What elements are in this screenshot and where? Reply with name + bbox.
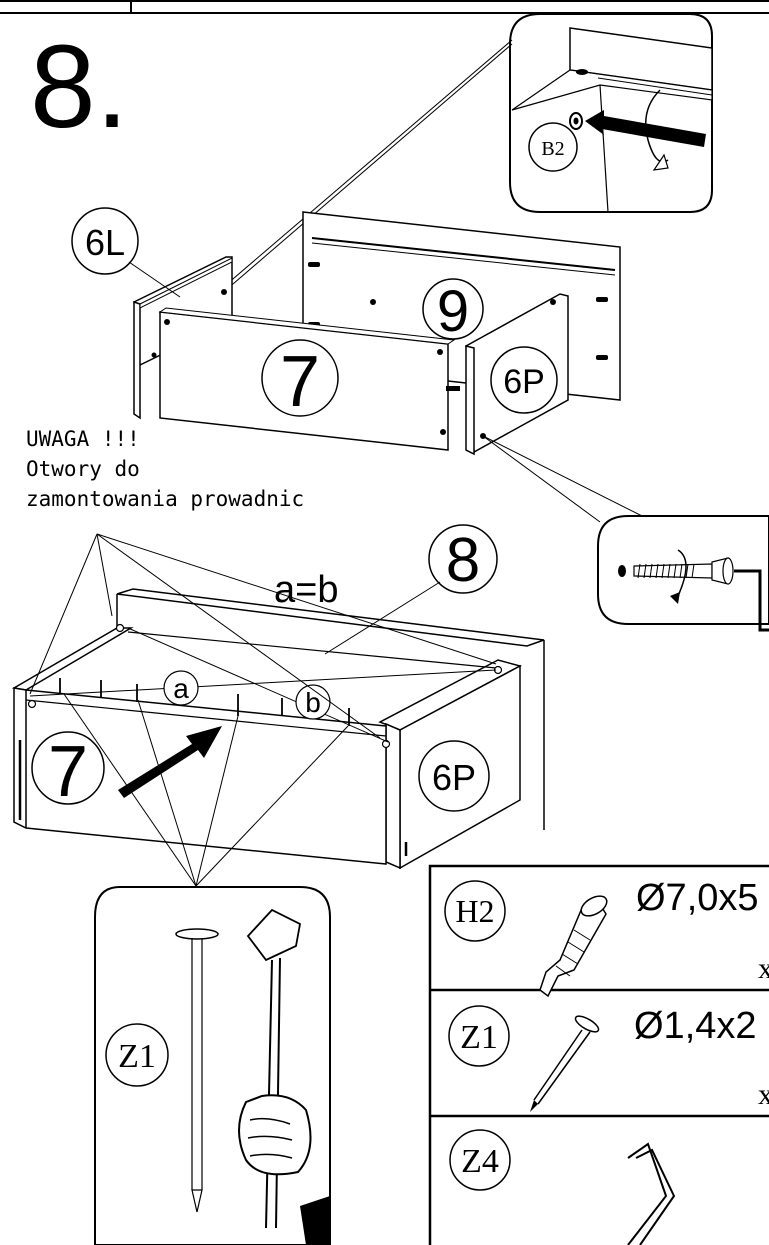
- label-7-bottom: 7: [48, 732, 88, 812]
- detail-z1-inset: Z1: [94, 886, 331, 1245]
- part-size: Ø7,0x5: [636, 877, 759, 919]
- measurement-lines: [29, 627, 497, 743]
- parts-row-h2: H2 Ø7,0x5 x: [444, 877, 769, 998]
- z1-leader-lines: [63, 693, 349, 887]
- part-code: Z1: [460, 1019, 498, 1056]
- step-number: 8.: [30, 21, 129, 153]
- label-7-top: 7: [280, 342, 320, 422]
- label-6P-top: 6P: [503, 363, 545, 401]
- panel-7-top: 7: [158, 307, 460, 451]
- label-6P-bottom: 6P: [432, 757, 476, 798]
- parts-row-z1: Z1 Ø1,4x2 x: [448, 1005, 769, 1112]
- detail-b2-inset: B2: [509, 13, 713, 213]
- assembled-drawer: 8 a=b a b 7 6P: [11, 524, 545, 870]
- parts-row-z4: Z4: [449, 1129, 676, 1245]
- label-z1-detail: Z1: [118, 1038, 156, 1075]
- note-line-1: UWAGA !!!: [26, 427, 140, 451]
- label-a: a: [173, 673, 189, 704]
- parts-table: H2 Ø7,0x5 x Z1 Ø1,4x2 x Z4: [428, 864, 769, 1245]
- part-code: H2: [455, 893, 494, 929]
- warning-note: UWAGA !!! Otwory do zamontowania prowadn…: [26, 424, 304, 514]
- equation-a-equals-b: a=b: [274, 569, 338, 611]
- part-code: Z4: [461, 1143, 499, 1180]
- top-border: [0, 0, 769, 14]
- screw-leader-lines: [482, 435, 643, 523]
- part-size: Ø1,4x2: [634, 1005, 757, 1047]
- label-b2: B2: [541, 138, 564, 160]
- note-line-3: zamontowania prowadnic: [26, 487, 305, 511]
- label-b: b: [305, 687, 321, 718]
- b2-leader-lines: [212, 39, 513, 297]
- note-leader-lines: [29, 533, 497, 739]
- label-8: 8: [446, 526, 480, 595]
- part-qty: x: [758, 952, 769, 985]
- label-6L: 6L: [85, 222, 125, 263]
- nails: [59, 678, 350, 726]
- panel-6P-top: 6P: [465, 293, 569, 456]
- note-line-2: Otwory do: [26, 457, 140, 481]
- label-9: 9: [437, 279, 469, 344]
- part-qty: x: [758, 1078, 769, 1111]
- detail-screw-inset: [597, 515, 769, 632]
- push-arrow: [118, 726, 222, 798]
